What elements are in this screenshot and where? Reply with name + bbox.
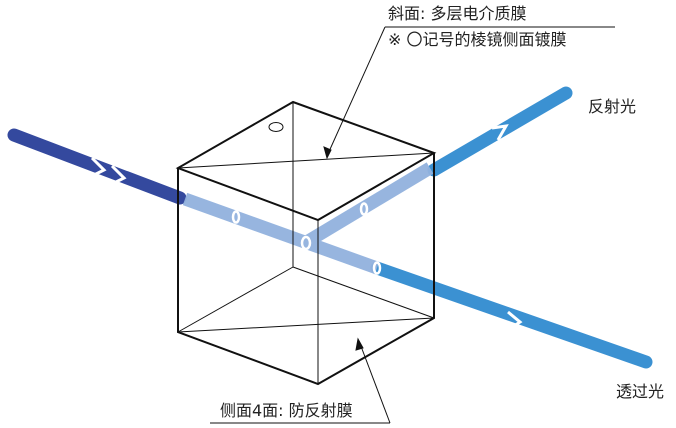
side-coating-label: 侧面4面: 防反射膜 bbox=[220, 401, 353, 420]
transmitted-beam bbox=[370, 261, 653, 369]
cube-prism bbox=[175, 100, 437, 386]
reflected-light-label: 反射光 bbox=[588, 97, 637, 116]
reflected-beam bbox=[427, 86, 573, 177]
inner-beams bbox=[182, 162, 434, 275]
coating-note-label: ※ 〇记号的棱镜侧面镀膜 bbox=[388, 30, 567, 49]
leader-lines bbox=[210, 26, 615, 424]
transmitted-light-label: 透过光 bbox=[616, 382, 665, 401]
hypotenuse-coating-label: 斜面: 多层电介质膜 bbox=[388, 4, 527, 23]
coating-markers bbox=[231, 202, 382, 275]
incident-beam bbox=[7, 128, 187, 205]
